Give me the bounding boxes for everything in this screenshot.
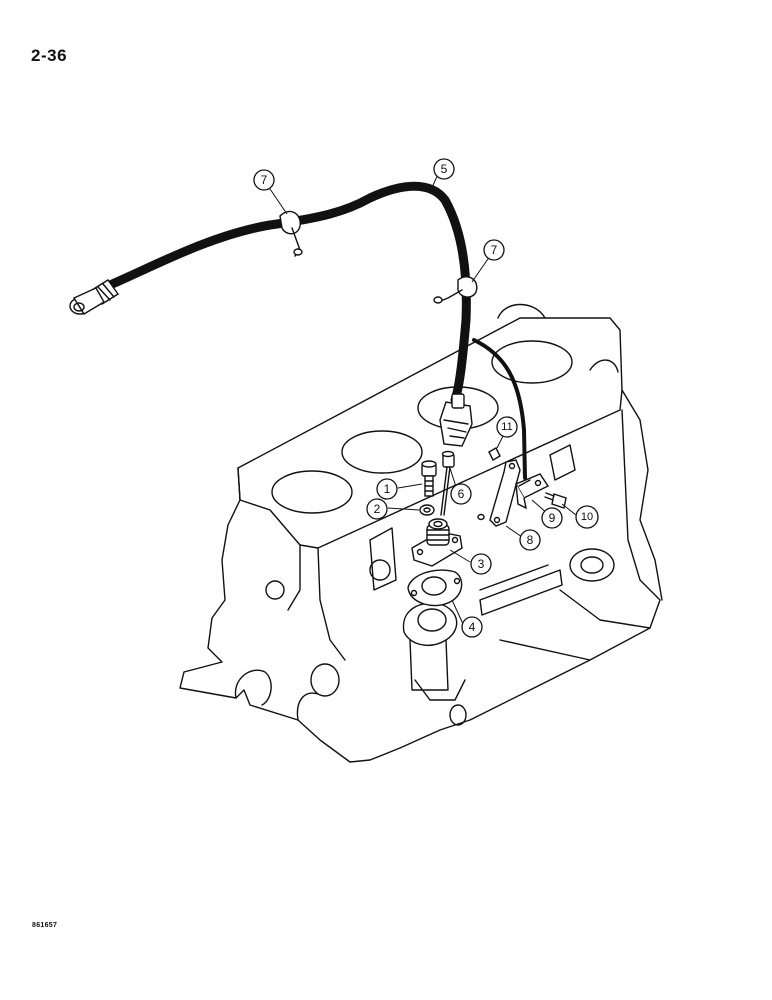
callout-6: 6	[450, 483, 472, 505]
cable-end-nut	[439, 393, 473, 447]
clip-part-9	[514, 473, 550, 510]
callout-9-label: 9	[549, 511, 556, 525]
cable-end-ferrule	[69, 279, 120, 315]
callout-11-label: 11	[501, 421, 512, 433]
callout-4: 4	[461, 616, 483, 638]
pin-part-11	[488, 447, 501, 461]
callout-1-label: 1	[384, 482, 391, 496]
bolt-part-1	[421, 460, 437, 497]
page-number: 2-36	[31, 46, 68, 65]
screw-part-10	[544, 492, 567, 509]
callout-3-label: 3	[478, 557, 485, 571]
washer-part-2	[419, 504, 435, 516]
gasket-part-4	[407, 569, 463, 607]
speedometer-cable-part-5	[69, 181, 527, 480]
callout-10-label: 10	[581, 511, 593, 523]
callout-11: 11	[496, 416, 518, 438]
callout-1: 1	[376, 478, 398, 500]
callout-9: 9	[541, 507, 563, 529]
callout-5-label: 5	[441, 162, 448, 176]
sender-housing-part-3	[411, 518, 463, 567]
callout-10: 10	[575, 505, 599, 529]
callout-8: 8	[519, 529, 541, 551]
callout-2-label: 2	[374, 502, 381, 516]
callout-7a: 7	[253, 169, 275, 191]
drive-gear-part-6	[440, 450, 455, 516]
callout-7b-label: 7	[491, 243, 498, 257]
callout-2: 2	[366, 498, 388, 520]
callout-7a-label: 7	[261, 173, 268, 187]
callout-8-label: 8	[527, 533, 534, 547]
bracket-part-8	[489, 459, 521, 527]
engine-block	[179, 303, 663, 763]
callout-5: 5	[433, 158, 455, 180]
callout-4-label: 4	[469, 620, 476, 634]
callout-6-label: 6	[458, 487, 465, 501]
cable-clamp-part-7a	[279, 210, 303, 257]
callout-3: 3	[470, 553, 492, 575]
lock-pin	[477, 513, 485, 521]
figure-code: 861657	[32, 922, 58, 929]
callout-7b: 7	[483, 239, 505, 261]
